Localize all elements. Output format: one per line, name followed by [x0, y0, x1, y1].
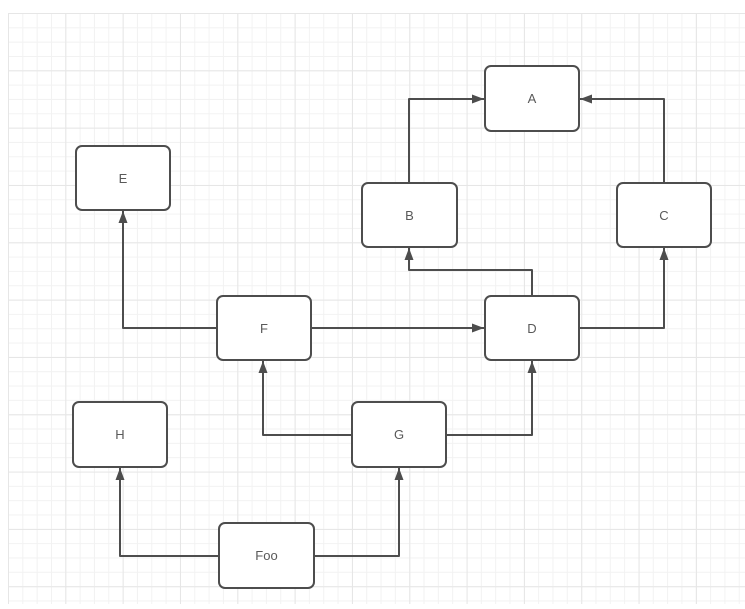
- node-label-H: H: [115, 427, 125, 442]
- node-label-Foo: Foo: [255, 548, 278, 563]
- edge-C-A[interactable]: [579, 94, 665, 183]
- node-C[interactable]: C: [616, 182, 712, 248]
- edge-G-F[interactable]: [258, 360, 352, 436]
- node-label-D: D: [527, 320, 537, 336]
- node-H[interactable]: H: [72, 401, 168, 468]
- edge-D-B[interactable]: [404, 247, 533, 296]
- node-Foo[interactable]: Foo: [218, 522, 315, 589]
- grid-background: [8, 13, 745, 604]
- edge-G-D[interactable]: [446, 360, 537, 436]
- edge-F-E[interactable]: [118, 210, 217, 329]
- node-label-A: A: [527, 91, 537, 106]
- node-D[interactable]: D: [484, 295, 580, 361]
- node-A[interactable]: A: [484, 65, 580, 132]
- node-label-C: C: [659, 207, 669, 223]
- edge-D-C[interactable]: [579, 247, 669, 329]
- edge-Foo-G[interactable]: [314, 467, 404, 557]
- node-F[interactable]: F: [216, 295, 312, 361]
- edge-Foo-H[interactable]: [115, 467, 219, 557]
- edge-B-A[interactable]: [408, 94, 485, 183]
- node-label-B: B: [405, 207, 414, 223]
- node-label-G: G: [393, 427, 405, 442]
- node-G[interactable]: G: [351, 401, 447, 468]
- node-label-E: E: [118, 170, 128, 186]
- node-label-F: F: [260, 320, 268, 336]
- node-E[interactable]: E: [75, 145, 171, 211]
- node-B[interactable]: B: [361, 182, 458, 248]
